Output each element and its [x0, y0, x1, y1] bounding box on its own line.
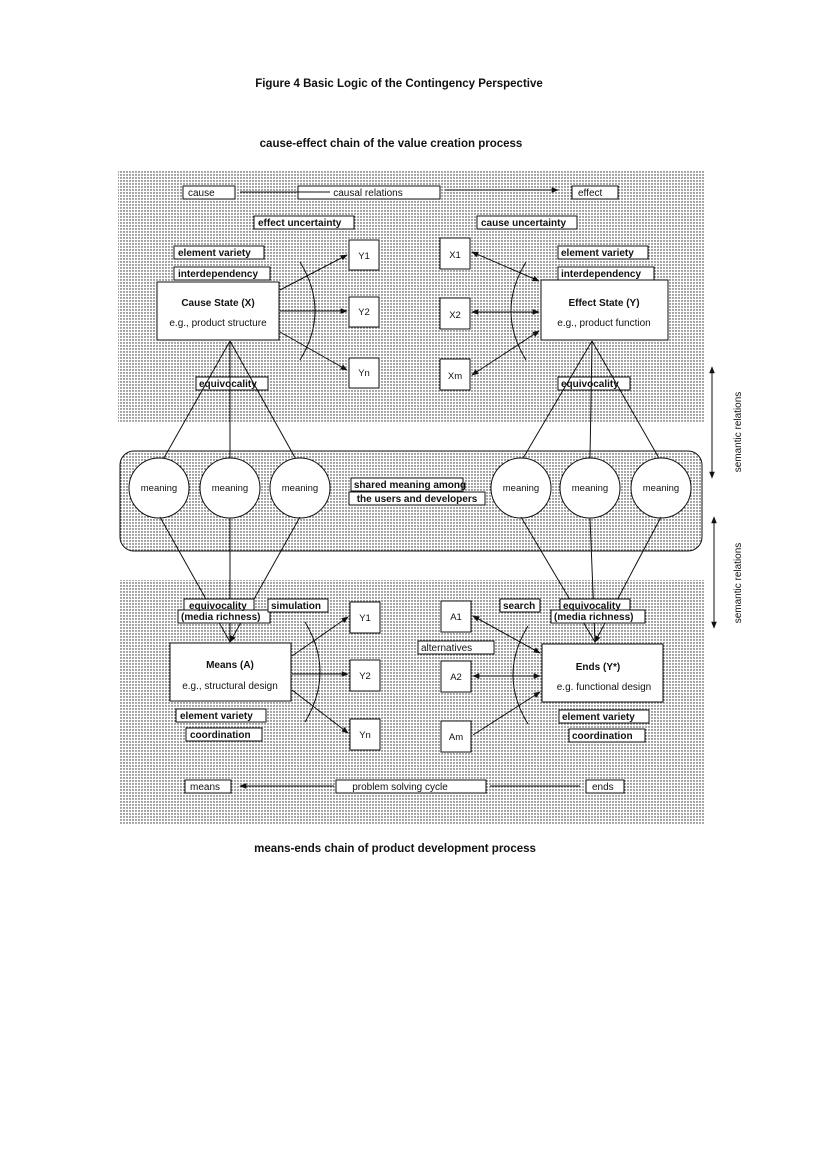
problem-solving-cycle-label: problem solving cycle — [352, 782, 448, 793]
means-example: e.g., structural design — [182, 681, 278, 692]
effect-state-title: Effect State (Y) — [568, 298, 639, 309]
right-interdependency-label: interdependency — [561, 269, 641, 280]
effect-label: effect — [578, 188, 602, 199]
alternatives-label: alternatives — [421, 643, 472, 654]
bottom-a1-label: A1 — [450, 612, 462, 623]
arrow-a1-ends — [472, 615, 541, 654]
bottom-a2-label: A2 — [450, 672, 462, 683]
simulation-label: simulation — [271, 601, 321, 612]
arrow-cause-yn — [279, 331, 348, 371]
top-xm-box — [439, 358, 471, 391]
figure-title: Figure 4 Basic Logic of the Contingency … — [255, 78, 543, 90]
bottom-y2-label: Y2 — [359, 671, 371, 682]
meaning-label-1: meaning — [141, 483, 177, 494]
cause-state-title: Cause State (X) — [181, 298, 254, 309]
arrow-cause-y1 — [279, 254, 348, 291]
ends-title: Ends (Y*) — [576, 662, 620, 673]
shared-meaning-line2: the users and developers — [357, 494, 478, 505]
meaning-label-6: meaning — [643, 483, 679, 494]
means-label: means — [190, 782, 220, 793]
eq-line-top-right-2 — [589, 340, 593, 459]
bottom-am-box — [440, 720, 472, 753]
bottom-a1-box — [440, 600, 472, 633]
top-x1-box — [439, 237, 471, 270]
bottom-a2-box — [440, 660, 472, 693]
top-y2-box — [348, 296, 380, 328]
cause-uncertainty-label: cause uncertainty — [481, 218, 566, 229]
arrow-am-ends — [472, 691, 541, 736]
cause-label: cause — [188, 188, 215, 199]
effect-uncertainty-label: effect uncertainty — [258, 218, 342, 229]
bottom-right-coordination: coordination — [572, 731, 633, 742]
top-y2-label: Y2 — [358, 307, 370, 318]
top-x2-box — [439, 297, 471, 330]
meaning-label-2: meaning — [212, 483, 248, 494]
meaning-label-5: meaning — [572, 483, 608, 494]
arrow-x1-effect — [471, 251, 540, 282]
bottom-right-media-richness: (media richness) — [554, 612, 633, 623]
right-element-variety-label: element variety — [561, 248, 634, 259]
causal-relations-label: causal relations — [333, 188, 402, 199]
eq-line-top-right-1 — [521, 340, 593, 461]
effect-state-example: e.g., product function — [557, 318, 650, 329]
top-left-brace — [299, 261, 316, 361]
bottom-right-equivocality: equivocality — [563, 601, 621, 612]
bottom-left-media-richness: (media richness) — [181, 612, 260, 623]
bottom-left-element-variety: element variety — [180, 711, 253, 722]
top-y1-label: Y1 — [358, 251, 370, 262]
bottom-left-brace — [304, 621, 321, 723]
eq-line-top-left-1 — [159, 340, 231, 466]
arrow-means-yn — [291, 689, 349, 734]
top-x2-label: X2 — [449, 310, 461, 321]
bottom-right-brace — [512, 625, 529, 725]
bottom-right-element-variety: element variety — [562, 712, 635, 723]
bottom-heading: means-ends chain of product development … — [254, 843, 536, 855]
cause-state-box — [156, 281, 280, 341]
cause-state-example: e.g., product structure — [169, 318, 267, 329]
bottom-am-label: Am — [449, 732, 463, 743]
effect-state-box — [540, 279, 669, 341]
left-interdependency-label: interdependency — [178, 269, 258, 280]
ends-example: e.g. functional design — [557, 682, 652, 693]
meaning-label-3: meaning — [282, 483, 318, 494]
arrow-xm-effect — [471, 330, 540, 376]
shared-meaning-line1: shared meaning among — [354, 480, 466, 491]
top-xm-label: Xm — [448, 371, 462, 382]
side-label-upper: semantic relations — [733, 392, 744, 473]
meaning-circle-1 — [128, 457, 190, 519]
top-yn-box — [348, 357, 380, 389]
means-title: Means (A) — [206, 660, 254, 671]
bottom-y1-box — [349, 601, 381, 634]
eq-line-top-left-3 — [229, 340, 299, 464]
side-label-lower: semantic relations — [733, 543, 744, 624]
bottom-y2-box — [349, 659, 381, 692]
ends-box — [541, 643, 664, 703]
search-label: search — [503, 601, 535, 612]
bottom-left-coordination: coordination — [190, 730, 251, 741]
top-y1-box — [348, 239, 380, 271]
top-right-brace — [510, 261, 527, 361]
meaning-label-4: meaning — [503, 483, 539, 494]
meaning-circle-4 — [490, 457, 552, 519]
left-element-variety-label: element variety — [178, 248, 251, 259]
top-heading: cause-effect chain of the value creation… — [260, 138, 523, 150]
means-box — [169, 642, 292, 702]
top-right-equivocality: equivocality — [561, 379, 619, 390]
bottom-y1-label: Y1 — [359, 613, 371, 624]
eq-line-top-right-3 — [591, 340, 661, 461]
top-x1-label: X1 — [449, 250, 461, 261]
top-yn-label: Yn — [358, 368, 370, 379]
bottom-left-equivocality: equivocality — [189, 601, 247, 612]
arrow-means-y1 — [291, 616, 349, 657]
top-left-equivocality: equivocality — [199, 379, 257, 390]
bottom-yn-box — [349, 718, 381, 751]
bottom-yn-label: Yn — [359, 730, 371, 741]
ends-label: ends — [592, 782, 614, 793]
